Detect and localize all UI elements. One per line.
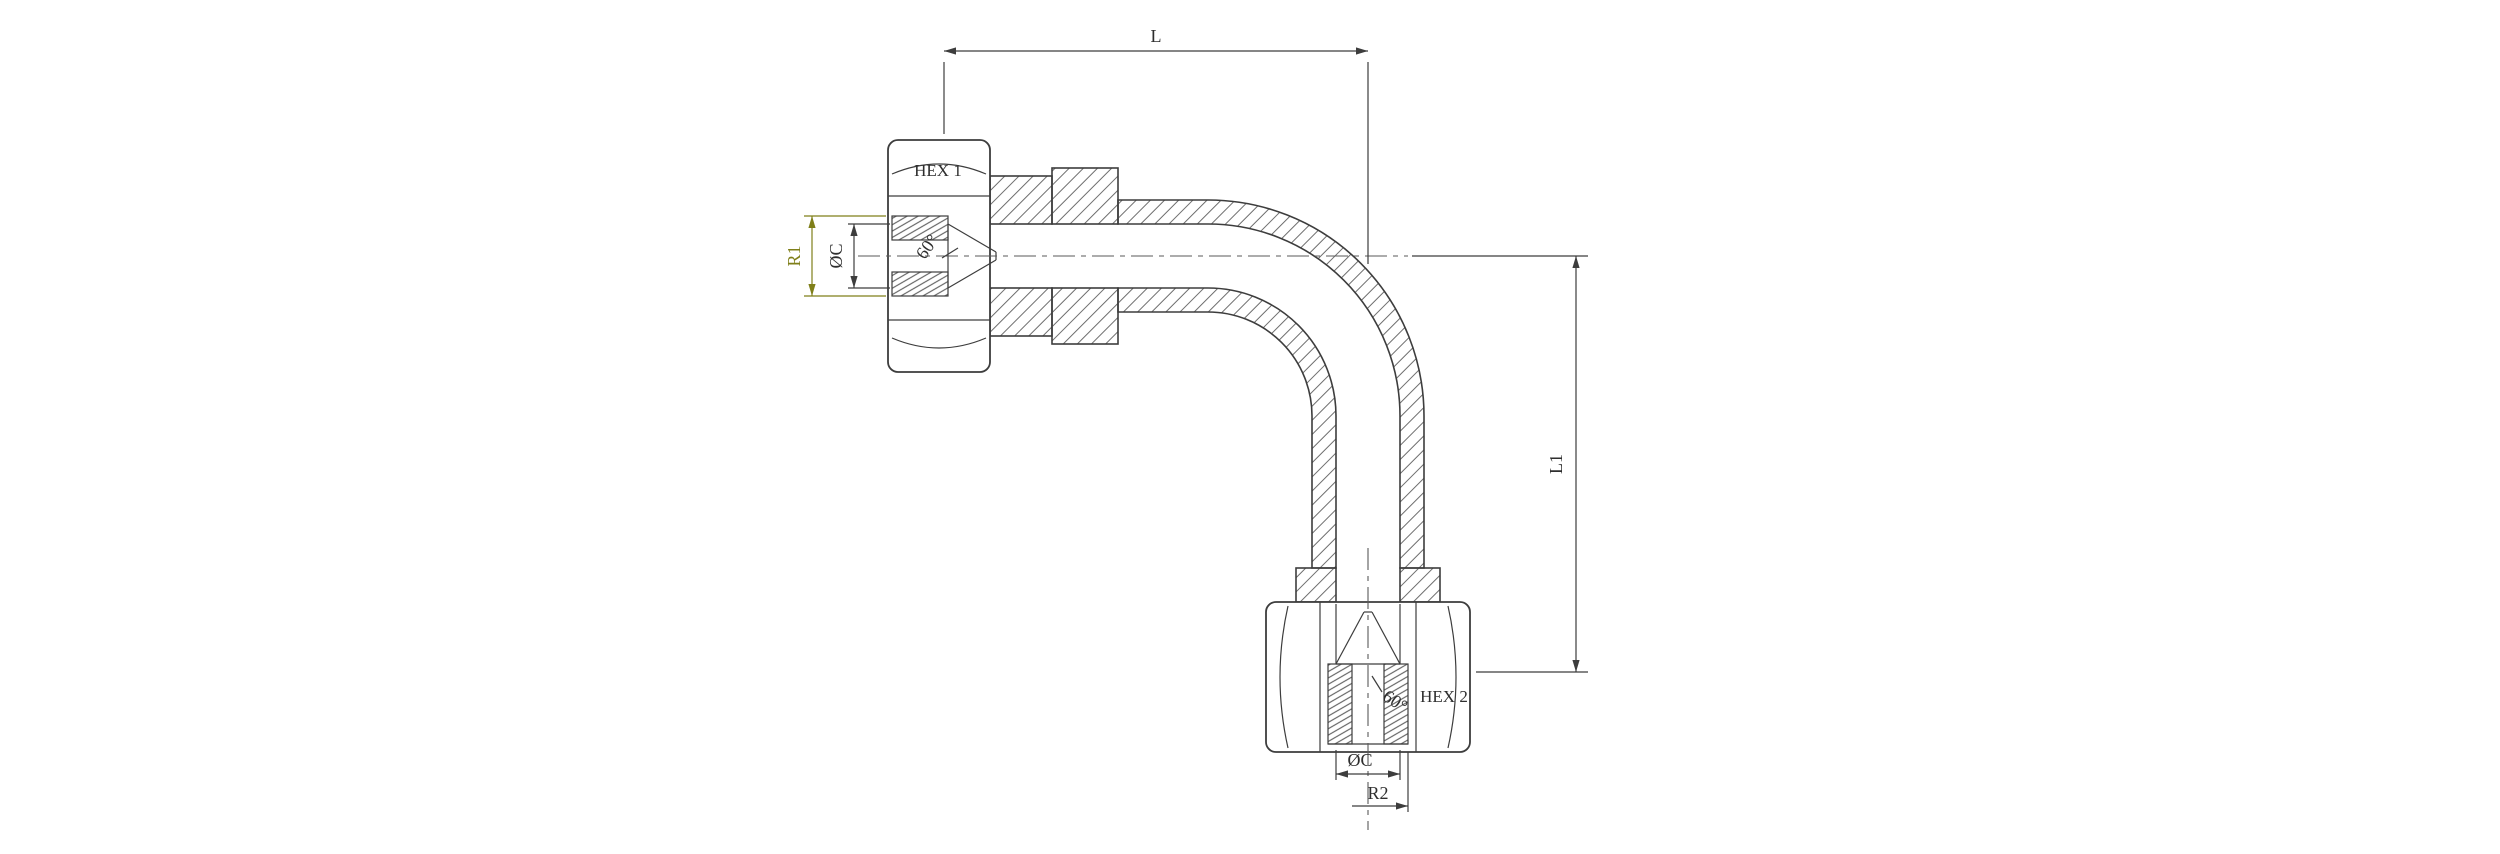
hex1-label: HEX 1 <box>914 161 962 180</box>
body-bottom-collar-right <box>1399 567 1441 603</box>
dimension-diaC-left: ØC <box>826 223 890 289</box>
dimension-diaC-bottom: ØC <box>1335 750 1401 780</box>
fitting-body <box>989 167 1441 603</box>
body-bottom-collar-left <box>1295 567 1337 603</box>
body-hex-bottom <box>1051 287 1119 345</box>
nut2-chamfer-arc-left <box>1279 605 1289 749</box>
nut2-thread-left <box>1327 663 1353 745</box>
nut2-cone-left <box>1335 611 1365 665</box>
nut1-cone-upper <box>947 223 997 253</box>
nut2-chamfer-arc-right <box>1447 605 1457 749</box>
dim-L1-label: L1 <box>1546 454 1566 474</box>
body-hex-top <box>1051 167 1119 225</box>
nut2-cone-right <box>1371 611 1401 665</box>
dimension-R2: R2 <box>1352 752 1409 812</box>
nut1-cone-lower <box>947 259 997 289</box>
body-inner-wall <box>1117 287 1337 569</box>
dimension-L: L <box>943 26 1369 264</box>
body-collar-top <box>989 175 1053 225</box>
dim-R1-label: R1 <box>784 245 804 266</box>
dim-diaC-bottom-label: ØC <box>1347 750 1372 770</box>
centerlines <box>858 255 1408 830</box>
dim-diaC-left-label: ØC <box>826 243 846 268</box>
nut1-chamfer-arc-bottom <box>891 337 987 349</box>
angle-left-leader <box>941 247 959 259</box>
body-collar-bottom <box>989 287 1053 337</box>
nut2-thread-right <box>1383 663 1409 745</box>
body-outer-wall <box>1117 199 1425 569</box>
nut1-thread-bottom <box>891 271 949 297</box>
dim-R2-label: R2 <box>1367 783 1388 803</box>
dim-L-label: L <box>1151 26 1162 46</box>
hex2-label: HEX 2 <box>1420 687 1468 706</box>
angle-bottom-leader <box>1371 675 1383 693</box>
dimension-R1: R1 <box>784 215 886 297</box>
nut1-chamfer-arc-top <box>891 163 987 175</box>
dimension-L1: L1 <box>1412 255 1588 673</box>
nut1-thread-top <box>891 215 949 241</box>
